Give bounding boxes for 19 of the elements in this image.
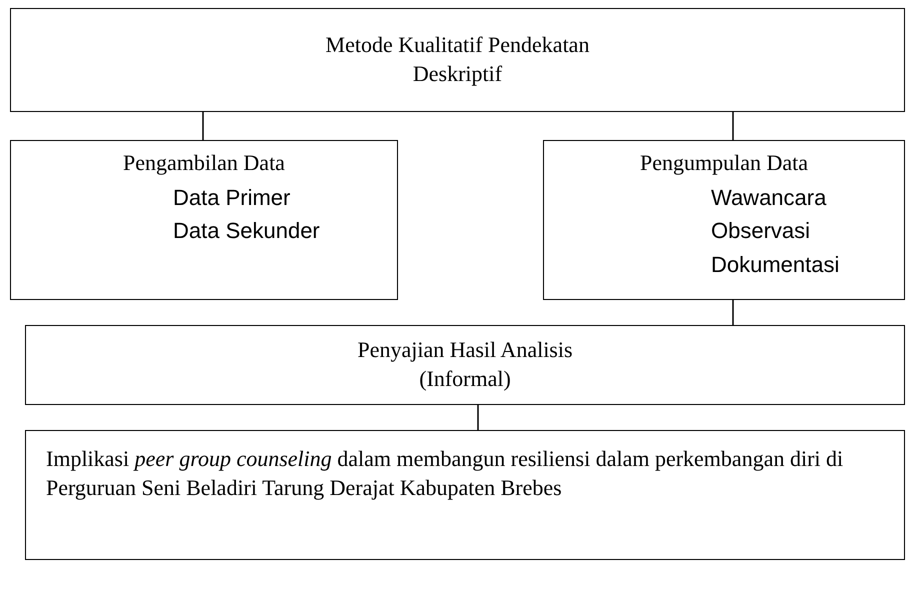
box-heading: Pengumpulan Data: [640, 149, 808, 177]
list-item: Data Primer: [173, 184, 290, 212]
list-item: Wawancara: [711, 184, 826, 212]
list-item: Data Sekunder: [173, 217, 320, 245]
method-box: [10, 8, 905, 112]
connector-line: [732, 300, 734, 325]
box-heading: Penyajian Hasil Analisis (Informal): [356, 336, 574, 393]
data-source-box: [10, 140, 398, 300]
box-heading: Metode Kualitatif Pendekatan Deskriptif: [324, 31, 590, 88]
implication-box: [25, 430, 905, 560]
box-heading: Pengambilan Data: [123, 149, 285, 177]
connector-line: [732, 112, 734, 140]
description-text: Implikasi peer group counseling dalam membangun resiliensi dalam perkembangan diri di Perguruan Seni Beladiri Tarung Derajat Kabupaten Brebes: [46, 445, 844, 502]
connector-line: [477, 405, 479, 430]
list-item: Observasi: [711, 217, 810, 245]
list-item: Dokumentasi: [711, 250, 840, 278]
analysis-box: [25, 325, 905, 405]
data-collection-box: [543, 140, 905, 300]
connector-line: [202, 112, 204, 140]
